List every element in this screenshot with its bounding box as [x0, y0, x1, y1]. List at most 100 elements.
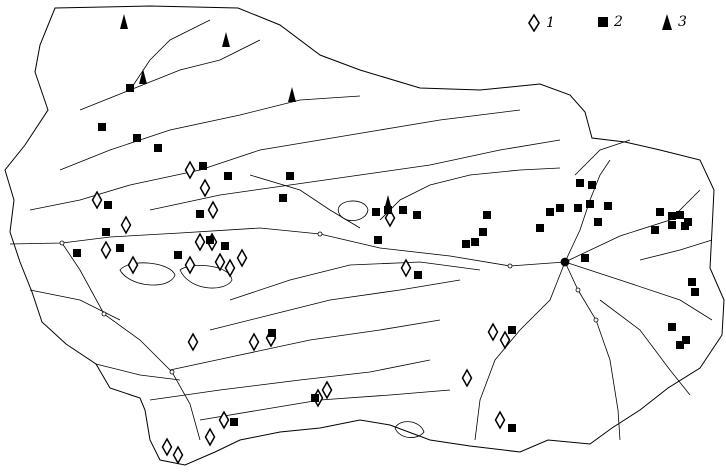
diamond-marker [199, 178, 211, 198]
triangle-marker [139, 69, 147, 84]
diamond-marker [184, 160, 196, 180]
square-marker [682, 336, 690, 344]
square-marker [651, 226, 659, 234]
diamond-marker [187, 332, 199, 352]
square-marker [691, 288, 699, 296]
diamond-marker [499, 330, 511, 350]
diamond-marker [204, 427, 216, 447]
square-marker [556, 204, 564, 212]
square-marker [586, 200, 594, 208]
diamond-icon [528, 14, 540, 32]
diamond-marker [494, 410, 506, 430]
diamond-marker [91, 190, 103, 210]
square-marker [116, 244, 124, 252]
square-marker [594, 218, 602, 226]
square-marker [133, 134, 141, 142]
square-marker [154, 144, 162, 152]
diamond-marker [172, 445, 184, 465]
square-marker [668, 212, 676, 220]
city-marker [560, 257, 570, 267]
square-marker [581, 254, 589, 262]
square-marker [199, 162, 207, 170]
diamond-marker [400, 258, 412, 278]
diamond-marker [461, 368, 473, 388]
legend-item-2: 2 [598, 14, 623, 30]
square-marker [471, 238, 479, 246]
square-marker [483, 211, 491, 219]
square-marker [196, 210, 204, 218]
square-marker [574, 204, 582, 212]
square-marker [604, 202, 612, 210]
legend: 1 2 3 [528, 14, 718, 38]
diamond-marker [127, 255, 139, 275]
diamond-marker [236, 248, 248, 268]
square-marker [588, 181, 596, 189]
square-marker [413, 211, 421, 219]
square-marker [102, 228, 110, 236]
diamond-marker [207, 200, 219, 220]
square-marker [681, 222, 689, 230]
square-marker [104, 201, 112, 209]
square-marker [286, 172, 294, 180]
triangle-marker [120, 14, 128, 29]
region-outline [4, 5, 725, 466]
diamond-marker [218, 410, 230, 430]
town-dot [507, 263, 513, 269]
square-marker [174, 251, 182, 259]
town-dot [101, 311, 107, 317]
triangle-marker [384, 195, 392, 210]
legend-label: 1 [546, 15, 555, 31]
diamond-marker [120, 215, 132, 235]
diamond-marker [321, 380, 333, 400]
square-marker [224, 172, 232, 180]
rivers [9, 19, 713, 441]
triangle-marker [222, 32, 230, 47]
legend-item-3: 3 [662, 14, 687, 30]
diamond-marker [100, 240, 112, 260]
square-marker [399, 206, 407, 214]
square-marker [279, 194, 287, 202]
square-marker [479, 228, 487, 236]
town-dot [593, 317, 599, 323]
square-marker [676, 341, 684, 349]
square-marker [73, 249, 81, 257]
town-dot [317, 231, 323, 237]
square-marker [374, 236, 382, 244]
square-marker [126, 84, 134, 92]
square-marker [668, 323, 676, 331]
triangle-marker [288, 87, 296, 102]
square-marker [311, 394, 319, 402]
triangle-icon [662, 14, 672, 30]
town-dot [575, 287, 581, 293]
square-marker [668, 221, 676, 229]
diamond-marker [214, 252, 226, 272]
diamond-marker [161, 437, 173, 457]
towns [59, 231, 599, 375]
square-marker [536, 224, 544, 232]
square-marker [462, 240, 470, 248]
square-marker [688, 278, 696, 286]
square-marker [676, 211, 684, 219]
town-dot [59, 240, 65, 246]
square-marker [656, 208, 664, 216]
diamond-marker [184, 255, 196, 275]
diamond-marker [248, 332, 260, 352]
square-marker [508, 424, 516, 432]
square-icon [598, 17, 608, 27]
legend-item-1: 1 [528, 14, 555, 32]
legend-label: 3 [678, 14, 687, 30]
square-marker [221, 242, 229, 250]
square-marker [414, 271, 422, 279]
site-markers [73, 14, 699, 465]
square-marker [508, 326, 516, 334]
diamond-marker [224, 258, 236, 278]
town-dot [169, 369, 175, 375]
square-marker [98, 123, 106, 131]
square-marker [206, 236, 214, 244]
diamond-marker [194, 232, 206, 252]
square-marker [372, 208, 380, 216]
square-marker [546, 208, 554, 216]
square-marker [230, 418, 238, 426]
square-marker [268, 329, 276, 337]
